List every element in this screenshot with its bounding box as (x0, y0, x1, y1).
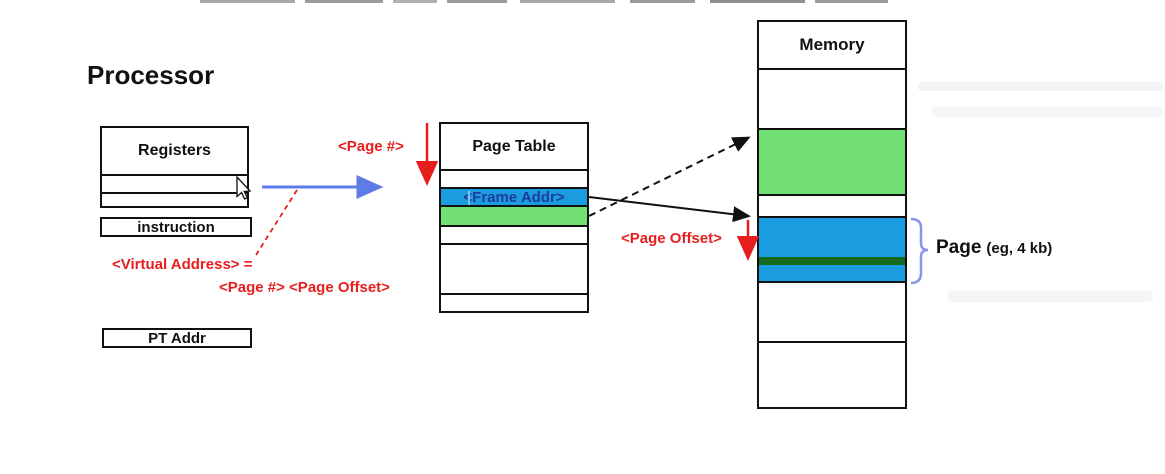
slide-title-fragment (630, 0, 695, 3)
frame-to-memory-solid-arrow (588, 196, 751, 223)
ghost-artifact (948, 291, 1153, 302)
annotation-page-offset: <Page Offset> (621, 230, 722, 247)
register-row (102, 174, 247, 192)
slide-title-fragment (447, 0, 507, 3)
annotation-page-number: <Page #> (338, 138, 404, 155)
slide-title-fragment (393, 0, 437, 3)
instruction-label: instruction (137, 218, 215, 236)
annotation-virtual-address-line1: <Virtual Address> = (112, 256, 253, 273)
frame-addr-row: <Frame Addr> (441, 187, 587, 206)
memory-green-frame (759, 128, 905, 194)
processor-title: Processor (87, 60, 215, 90)
page-size-note: (eg, 4 kb) (986, 240, 1053, 257)
page-table-row (441, 293, 587, 311)
text-cursor (468, 191, 470, 205)
slide-title-fragment (200, 0, 295, 3)
frame-addr-label: <Frame Addr> (463, 188, 565, 206)
memory-box: Memory (757, 20, 907, 409)
memory-blue-page (759, 216, 905, 281)
pt-addr-label: PT Addr (148, 329, 206, 347)
memory-title: Memory (799, 35, 865, 54)
page-table-row (441, 243, 587, 293)
memory-row (759, 68, 905, 128)
slide-title-fragment (520, 0, 615, 3)
page-table-box: Page Table <Frame Addr> (439, 122, 589, 313)
registers-label: Registers (138, 142, 211, 159)
instruction-box: instruction (100, 217, 252, 237)
slide-title-fragment (815, 0, 888, 3)
page-table-title: Page Table (472, 137, 556, 155)
page-table-green-row (441, 205, 587, 225)
memory-row (759, 341, 905, 407)
page-table-row (441, 225, 587, 243)
memory-row (759, 281, 905, 341)
registers-box: Registers (100, 126, 249, 208)
memory-row (759, 194, 905, 216)
ghost-artifact (932, 106, 1162, 117)
page-size-word: Page (936, 237, 982, 258)
virtual-address-dashed-connector (255, 189, 298, 256)
pt-addr-box: PT Addr (102, 328, 252, 348)
register-row (102, 192, 247, 206)
slide-title-fragment (305, 0, 383, 3)
slide-title-fragment (710, 0, 805, 3)
page-table-row (441, 169, 587, 187)
ghost-artifact (918, 82, 1163, 91)
page-bracket (910, 217, 929, 285)
annotation-virtual-address-line2: <Page #> <Page Offset> (219, 279, 390, 296)
page-size-label: Page (eg, 4 kb) (936, 237, 1052, 259)
frame-to-memory-dashed-arrow (588, 136, 751, 217)
dark-green-stripe (759, 257, 905, 265)
